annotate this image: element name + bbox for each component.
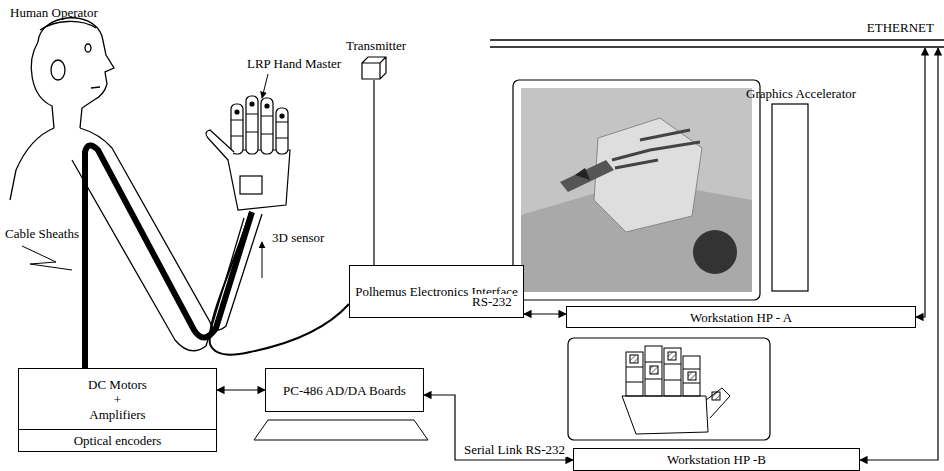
interface-box: Polhemus Electronics Interface	[349, 265, 524, 318]
part-label: 3D sensor	[272, 230, 324, 245]
transmitter: Transmitter	[346, 38, 406, 80]
motor-box: DC Motors + AmplifiersOptical encoders	[18, 368, 217, 452]
pc-box: PC-486 AD/DA Boards	[265, 368, 424, 412]
keyboard	[254, 420, 428, 440]
connector	[524, 313, 566, 314]
box-label: Workstation HP -B	[667, 452, 766, 467]
shape-heading: Graphics Accelerator	[746, 86, 856, 101]
link-label: RS-232	[470, 294, 514, 309]
shape-heading: Transmitter	[346, 38, 406, 53]
box-label: DC Motors + Amplifiers	[86, 377, 150, 422]
transmitter-cube	[361, 56, 387, 80]
sensor-cable	[210, 212, 349, 355]
box-label: Workstation HP - A	[690, 310, 792, 325]
ethernet-bus: ETHERNET	[490, 20, 944, 48]
leader-lines	[22, 74, 268, 278]
bus-lines	[490, 39, 944, 48]
screen-b	[568, 338, 770, 440]
workstation-box: Workstation HP -B	[573, 448, 860, 471]
connector	[424, 395, 573, 460]
cable-sheath	[85, 145, 252, 368]
part-label: Cable Sheaths	[5, 226, 79, 241]
box-label: PC-486 AD/DA Boards	[283, 383, 406, 398]
graphics-accelerator: Graphics Accelerator	[746, 86, 856, 292]
connector	[860, 48, 938, 460]
figure-title: Human Operator	[10, 5, 98, 20]
link-label: Serial Link RS-232	[462, 442, 567, 457]
workstation-box: Workstation HP - A	[566, 306, 916, 328]
screen-a	[513, 80, 760, 300]
accelerator-board	[771, 103, 809, 292]
bus-label: ETHERNET	[867, 20, 934, 35]
connector	[373, 80, 374, 265]
part-label: LRP Hand Master	[247, 56, 341, 71]
box-label: Optical encoders	[27, 433, 208, 448]
connector	[217, 389, 265, 390]
hand-master	[206, 96, 290, 210]
connector	[916, 48, 925, 317]
